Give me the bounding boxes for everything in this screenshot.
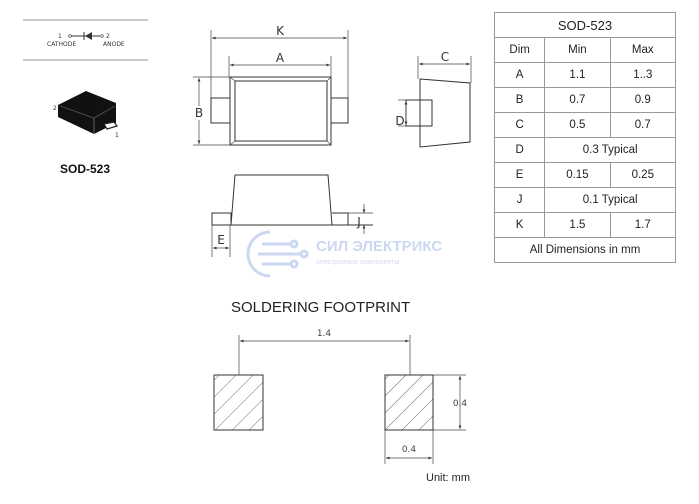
header-min: Min [544, 37, 611, 63]
pin-diagram: 1 CATHODE 2 ANODE [23, 19, 148, 61]
watermark-subtitle: электронные компоненты [316, 259, 400, 266]
header-dim: Dim [493, 37, 546, 63]
dim-label-c: C [441, 50, 449, 64]
cell-max: 0.25 [609, 162, 677, 188]
pin1-label: CATHODE [47, 41, 76, 48]
pin2-label: ANODE [103, 41, 125, 48]
cell-min: 0.5 [544, 112, 611, 138]
cell-max: 1..3 [609, 62, 677, 88]
diode-symbol-icon [68, 32, 104, 40]
photo-pin-1: 1 [115, 132, 119, 139]
pad-left [213, 374, 264, 431]
cell-max: 1.7 [609, 212, 677, 238]
end-view: C D [395, 50, 472, 148]
top-view: K A B [193, 24, 349, 146]
cell-dim: E [493, 162, 546, 188]
pin1-number: 1 [58, 33, 62, 40]
header-max: Max [609, 37, 677, 63]
dim-label-b: B [195, 106, 203, 120]
table-header-row: Dim Min Max [493, 37, 677, 63]
watermark-title: СИЛ ЭЛЕКТРИКС [316, 238, 442, 255]
cell-dim: A [493, 62, 546, 88]
table-footer: All Dimensions in mm [494, 237, 676, 263]
cell-dim: C [493, 112, 546, 138]
pad-right [384, 374, 434, 431]
footprint-title: SOLDERING FOOTPRINT [231, 299, 410, 316]
pad-height-label: 0.4 [453, 399, 468, 409]
circuit-logo-icon [246, 230, 309, 278]
cell-min: 0.15 [544, 162, 611, 188]
dim-label-k: K [276, 24, 285, 38]
pad-width-label: 0.4 [402, 445, 417, 455]
cell-max: 0.9 [609, 87, 677, 113]
cell-min: 0.7 [544, 87, 611, 113]
pin2-number: 2 [106, 33, 110, 40]
cell-dim: D [493, 137, 546, 163]
dim-label-e: E [217, 233, 225, 247]
dim-label-j: J [356, 215, 361, 229]
cell-typical: 0.1 Typical [544, 187, 676, 213]
cell-dim: B [493, 87, 546, 113]
pitch-label: 1.4 [317, 329, 332, 339]
cell-max: 0.7 [609, 112, 677, 138]
package-caption: SOD-523 [60, 162, 110, 176]
cell-dim: J [493, 187, 546, 213]
dim-label-a: A [276, 51, 285, 65]
package-photo: 2 1 SOD-523 [53, 91, 119, 176]
dim-label-d: D [395, 114, 404, 128]
cell-min: 1.5 [544, 212, 611, 238]
cell-typical: 0.3 Typical [544, 137, 676, 163]
table-title: SOD-523 [494, 12, 676, 38]
cell-dim: K [493, 212, 546, 238]
photo-pin-2: 2 [53, 105, 57, 112]
cell-min: 1.1 [544, 62, 611, 88]
unit-label: Unit: mm [426, 472, 470, 484]
side-view: E J [211, 174, 373, 257]
soldering-footprint: SOLDERING FOOTPRINT 1.4 0.4 0.4 Unit: mm [213, 299, 470, 484]
watermark: СИЛ ЭЛЕКТРИКС электронные компоненты [246, 230, 442, 278]
